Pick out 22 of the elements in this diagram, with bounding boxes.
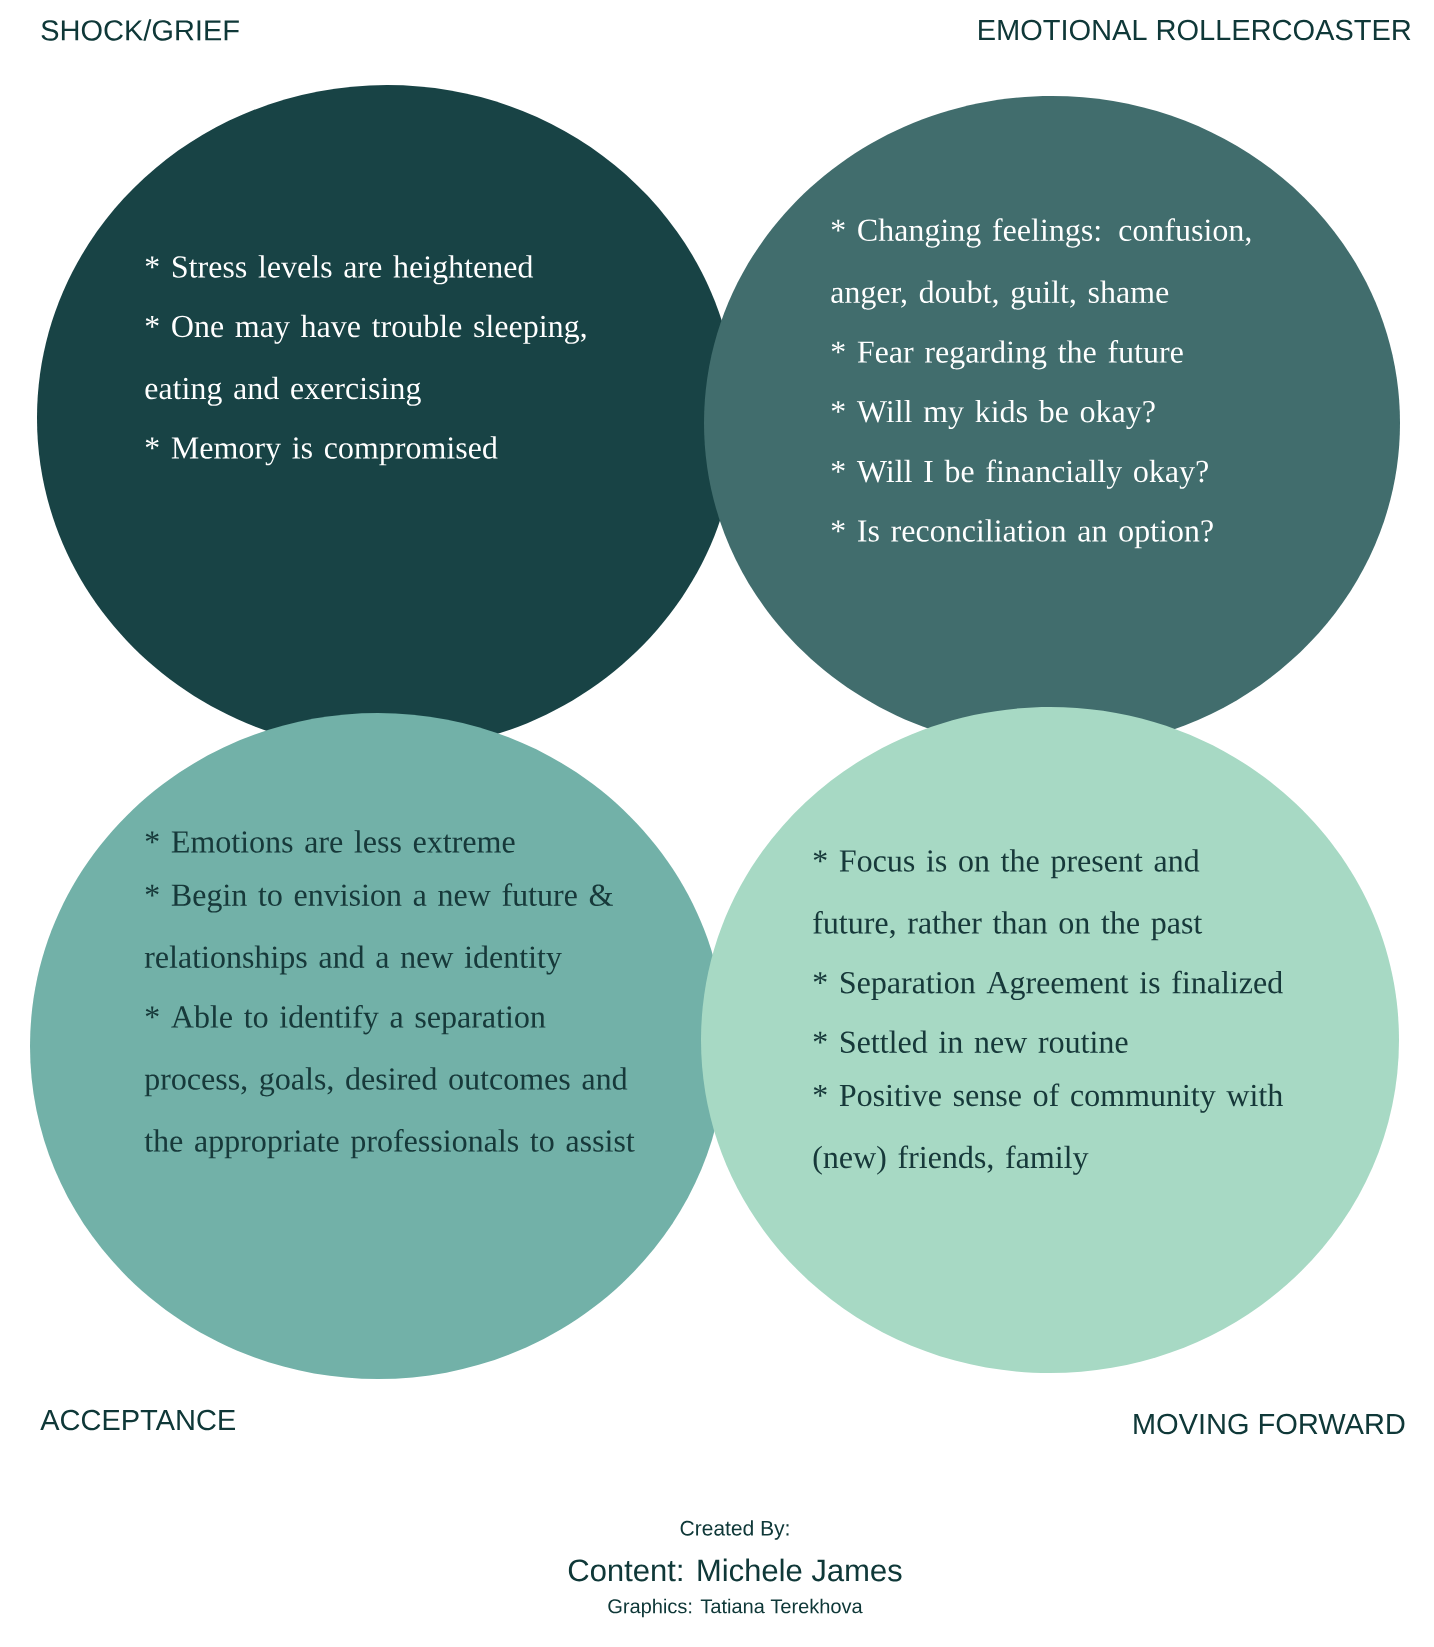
bullet-text: * One may have trouble sleeping, eating and exercising (145, 314, 586, 406)
bullet-text: * Will my kids be okay? (831, 399, 1155, 429)
bullet-text: * Is reconciliation an option? (831, 519, 1213, 549)
bullet-text: * Focus is on the present and future, rather than on the past (813, 849, 1203, 941)
stage-heading: SHOCK/GRIEF (41, 19, 239, 41)
credit-text: Graphics: Tatiana Terekhova (608, 1598, 863, 1618)
bullet-text: * Separation Agreement is finalized (813, 970, 1283, 1001)
credit-text: Created By: (680, 1520, 789, 1540)
stage-heading: EMOTIONAL ROLLERCOASTER (979, 19, 1411, 41)
bullet-text: * Begin to envision a new future & relationships and a new identity (144, 883, 613, 975)
credit-text: Content: Michele James (568, 1558, 902, 1582)
bullet-text: * Settled in new routine (813, 1030, 1128, 1053)
bullet-text: * Fear regarding the future (831, 340, 1183, 370)
stage-heading: MOVING FORWARD (1134, 1413, 1405, 1435)
stage-heading: ACCEPTANCE (40, 1409, 235, 1431)
bullet-text: * Positive sense of community with (new) friends, family (813, 1083, 1283, 1175)
bullet-text: * Emotions are less extreme (145, 830, 515, 853)
bullet-text: * Changing feelings: confusion, anger, doubt, guilt, shame (831, 218, 1251, 310)
bullet-text: * Stress levels are heightened (145, 255, 534, 285)
bullet-text: * Memory is compromised (145, 436, 498, 466)
bullet-text: * Able to identify a separation process, goals, desired outcomes and the appropriate professionals to assist (144, 1005, 635, 1159)
bullet-text: * Will I be financially okay? (831, 459, 1208, 489)
